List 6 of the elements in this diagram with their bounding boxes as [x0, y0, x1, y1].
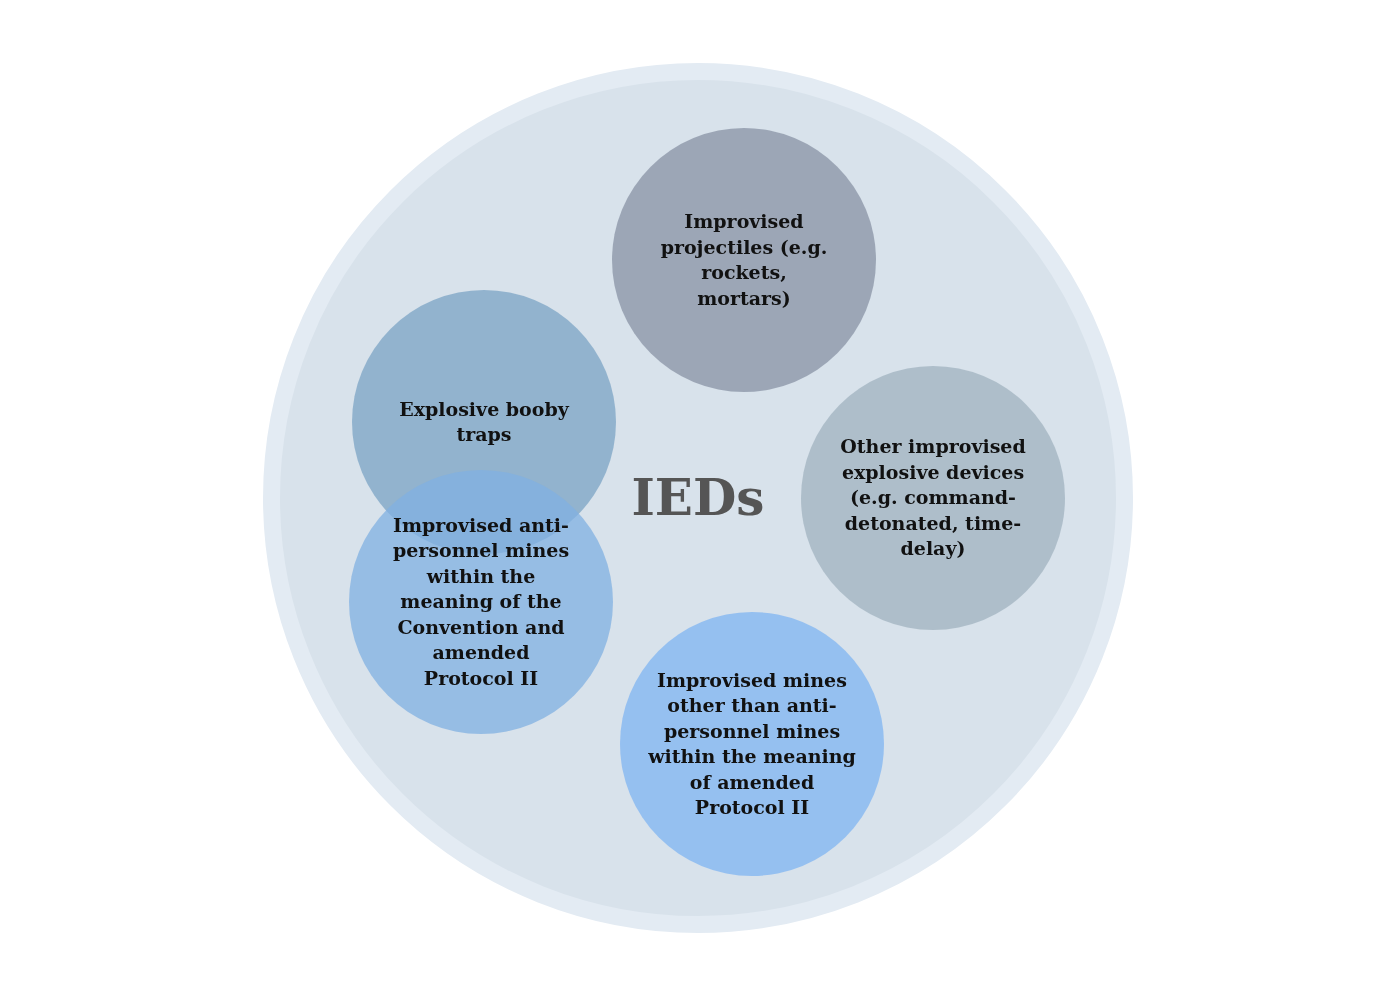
center-label: IEDs	[631, 473, 765, 523]
category-label: Improvised projectiles (e.g. rockets, mortars)	[659, 209, 829, 311]
category-label: Other improvised explosive devices (e.g. command-detonated, time-delay)	[839, 434, 1027, 562]
category-label: Improvised mines other than anti-personnel mines within the meaning of amended Protocol II	[647, 667, 857, 820]
category-label: Explosive booby traps	[398, 396, 571, 447]
category-label: Improvised anti-personnel mines within the meaning of the Convention and amended Protocol II	[391, 512, 571, 691]
